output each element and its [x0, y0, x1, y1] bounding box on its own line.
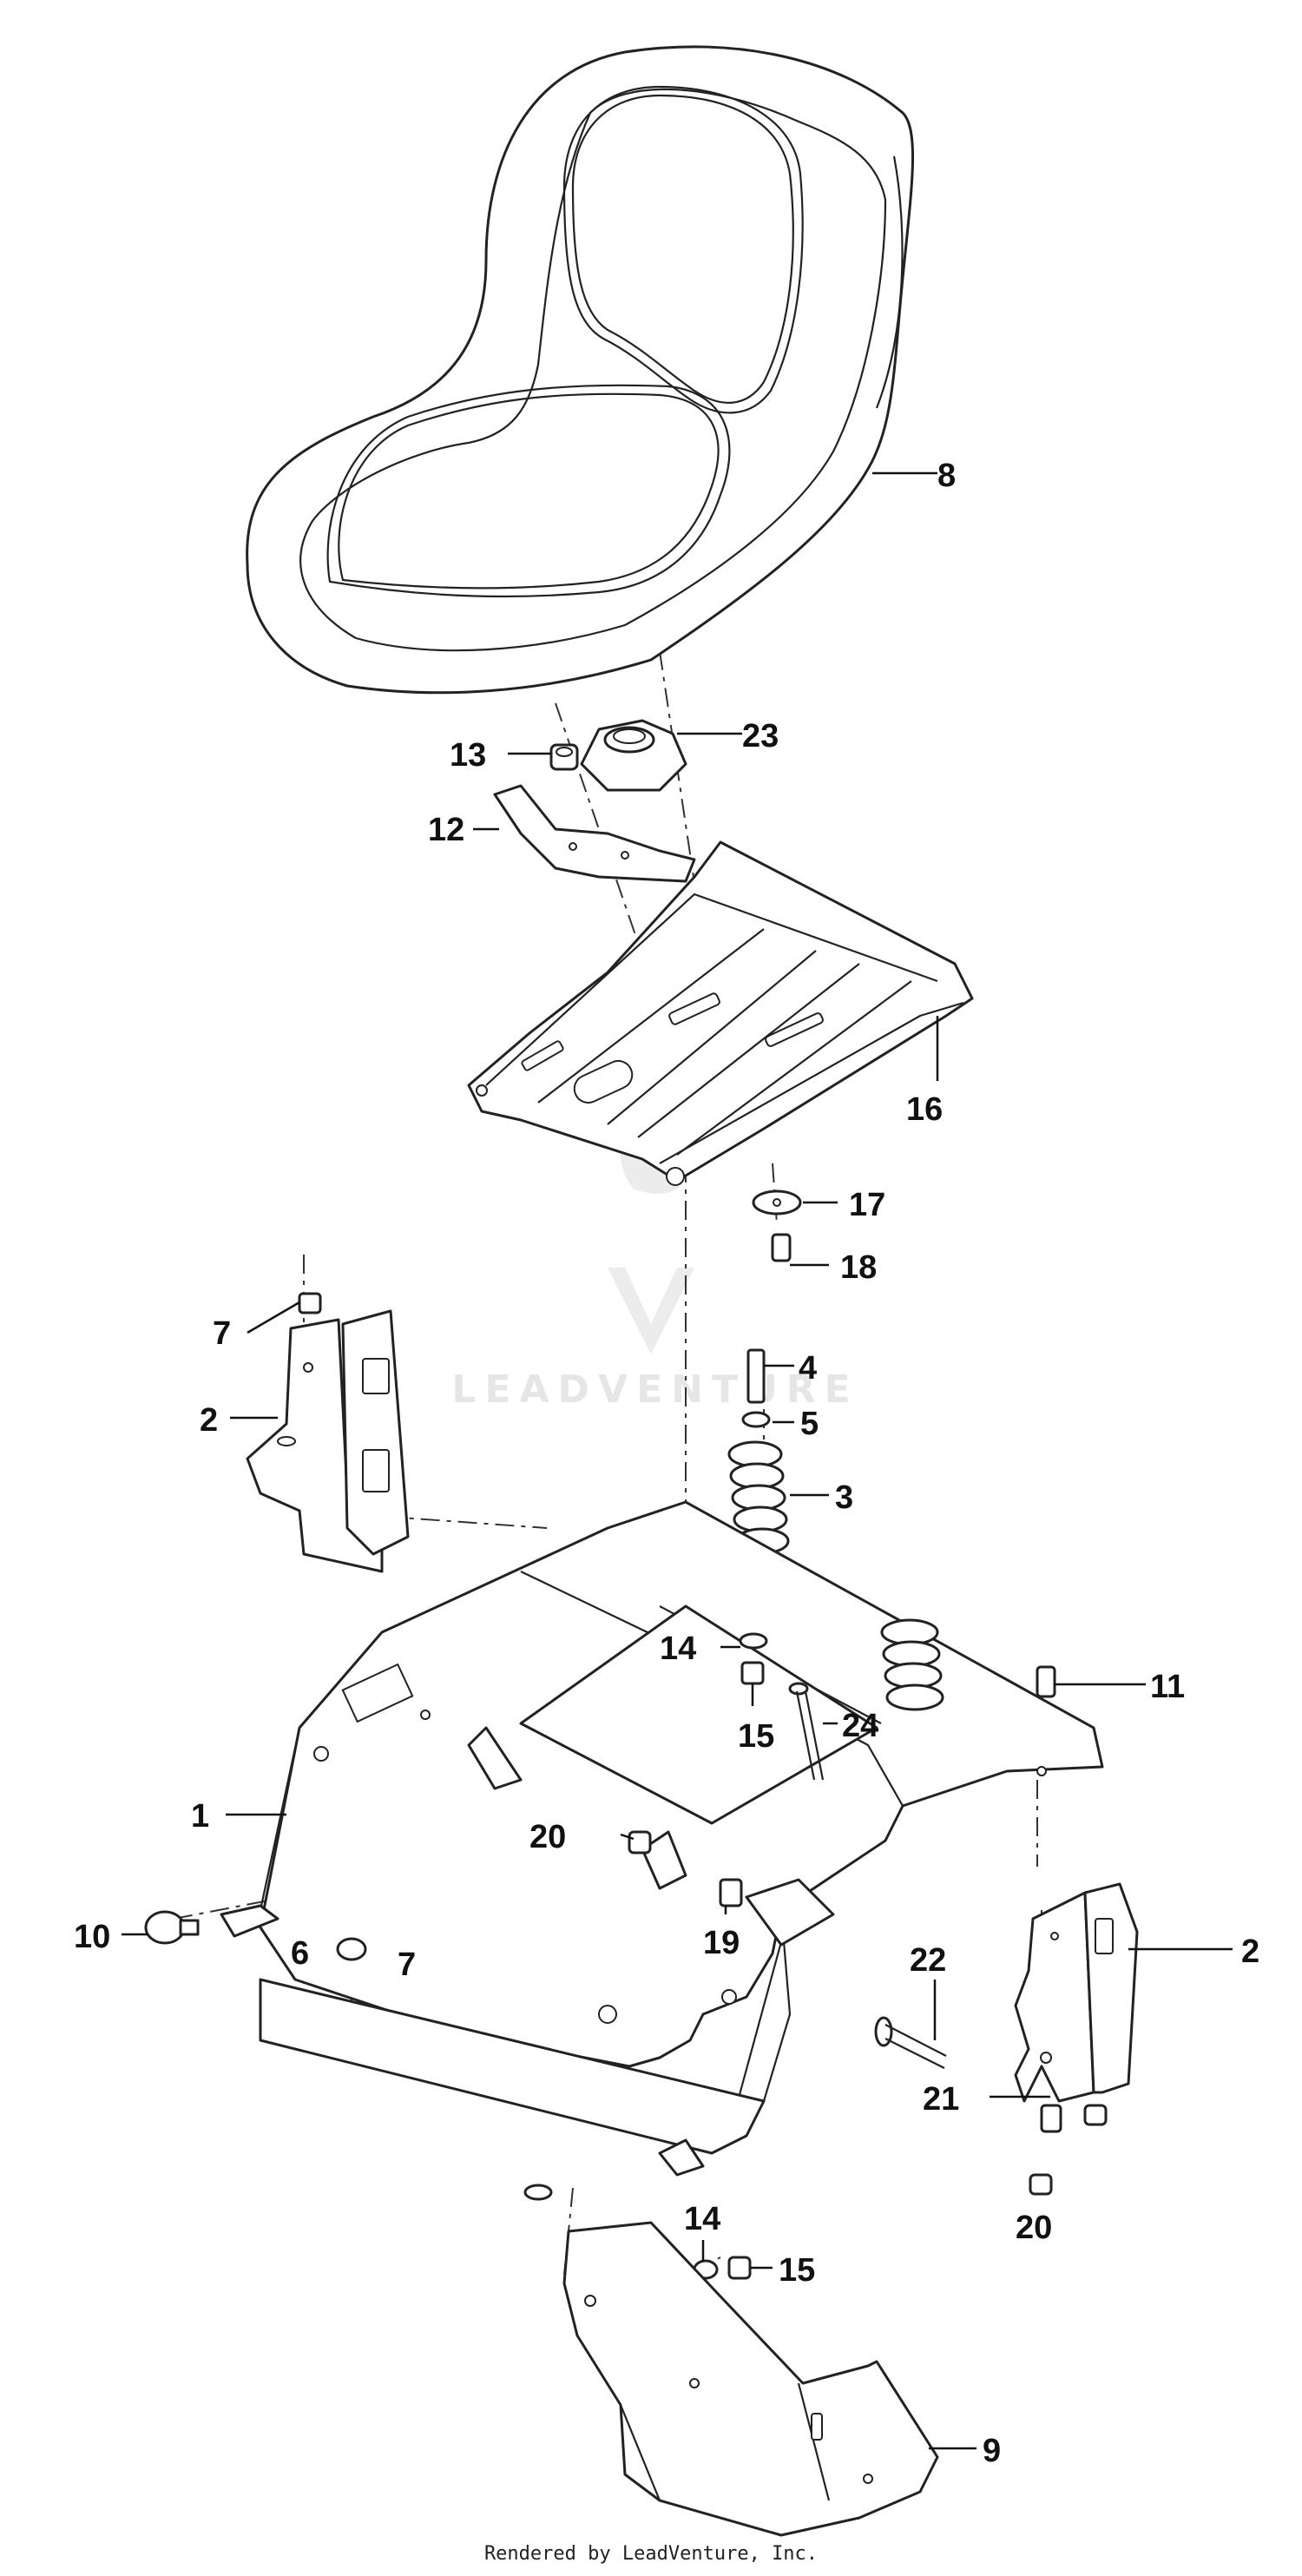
nut-20-lower [1029, 2173, 1053, 2196]
callout-11: 11 [1150, 1669, 1185, 1705]
bolt-19 [719, 1878, 743, 1907]
leader-lines [122, 471, 1233, 2450]
spring-installed [880, 1618, 944, 1711]
pin-24 [788, 1682, 825, 1781]
bracket-2-right [1014, 1882, 1139, 2103]
plug-10 [144, 1910, 200, 1945]
callout-14-upper: 14 [660, 1631, 696, 1667]
callout-6: 6 [291, 1935, 309, 1972]
bolt-11 [1036, 1665, 1056, 1698]
main-frame [220, 1500, 1104, 2201]
callout-14-lower: 14 [684, 2201, 720, 2237]
seat-bracket [493, 784, 696, 883]
callout-20-lower: 20 [1016, 2210, 1052, 2246]
callout-10: 10 [74, 1919, 110, 1955]
callout-3: 3 [835, 1479, 853, 1516]
seat-switch [580, 719, 687, 792]
callout-13: 13 [450, 737, 486, 774]
callout-2-left: 2 [200, 1402, 218, 1439]
watermark-text: LEADVENTURE [451, 1367, 858, 1412]
washer-5 [741, 1411, 771, 1428]
callout-15-upper: 15 [738, 1718, 774, 1755]
callout-7-top: 7 [213, 1315, 231, 1352]
nut-15-upper [740, 1661, 765, 1685]
clip-7-top [298, 1292, 322, 1314]
callout-22: 22 [910, 1942, 946, 1979]
callout-12: 12 [428, 812, 464, 848]
callout-4: 4 [799, 1350, 817, 1387]
bolt-21 [1040, 2104, 1062, 2133]
callout-15-lower: 15 [779, 2252, 815, 2289]
spring-3 [727, 1440, 790, 1555]
watermark-v-icon [608, 1268, 694, 1354]
plug-6 [336, 1937, 367, 1961]
footer-credit: Rendered by LeadVenture, Inc. [484, 2543, 818, 2565]
nut [549, 743, 579, 771]
washer-17 [752, 1189, 802, 1216]
callout-16: 16 [906, 1091, 943, 1128]
seat [246, 45, 915, 695]
callout-9: 9 [983, 2433, 1001, 2469]
washer-14-upper [739, 1632, 768, 1650]
bracket-9 [562, 2221, 939, 2537]
bolt-4 [746, 1348, 766, 1404]
callouts: 8 23 13 12 16 17 18 7 4 2 5 3 14 11 15 2… [74, 458, 1259, 2469]
callout-18: 18 [840, 1249, 877, 1286]
pin-22 [874, 2016, 947, 2069]
callout-24: 24 [842, 1708, 878, 1744]
callout-2-right: 2 [1241, 1934, 1259, 1970]
nut-15-lower [727, 2256, 752, 2280]
bolt-18 [771, 1233, 792, 1262]
callout-8: 8 [937, 458, 956, 494]
seat-pan [467, 840, 974, 1186]
callout-23: 23 [742, 718, 779, 754]
nut-20-upper [628, 1830, 652, 1855]
callout-7-bottom: 7 [398, 1947, 416, 1983]
callout-5: 5 [800, 1406, 819, 1442]
callout-21: 21 [923, 2081, 959, 2118]
bracket-2-left [246, 1309, 410, 1573]
callout-17: 17 [849, 1187, 885, 1223]
nut-20-side [1083, 2104, 1108, 2126]
callout-19: 19 [703, 1925, 740, 1961]
callout-20-upper: 20 [529, 1819, 566, 1855]
callout-1: 1 [191, 1798, 209, 1835]
